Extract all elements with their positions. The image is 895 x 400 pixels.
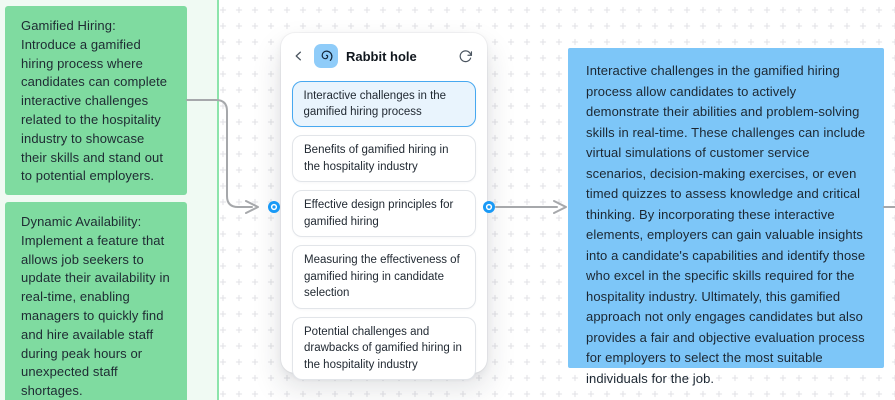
sticky-note-text: Dynamic Availability: Implement a featur…: [21, 214, 170, 399]
topic-list: Interactive challenges in the gamified h…: [281, 74, 487, 387]
topic-item-selected[interactable]: Interactive challenges in the gamified h…: [292, 81, 476, 127]
answer-note-blue[interactable]: Interactive challenges in the gamified h…: [568, 48, 884, 386]
topic-item[interactable]: Measuring the effectiveness of gamified …: [292, 245, 476, 309]
frame-border-line: [217, 0, 219, 400]
topic-item[interactable]: Effective design principles for gamified…: [292, 190, 476, 237]
chevron-left-icon: [295, 51, 302, 61]
topic-item[interactable]: Benefits of gamified hiring in the hospi…: [292, 135, 476, 182]
answer-text: Interactive challenges in the gamified h…: [586, 63, 866, 386]
spiral-icon: [314, 44, 338, 68]
back-button[interactable]: [292, 48, 306, 64]
refresh-button[interactable]: [456, 47, 474, 65]
connection-port-dot-left: [268, 201, 280, 213]
topic-item[interactable]: Potential challenges and drawbacks of ga…: [292, 316, 476, 380]
rabbit-hole-header: Rabbit hole: [281, 33, 487, 74]
connector-arrow-rabbit-hole-to-answer: [495, 200, 567, 214]
rabbit-hole-card[interactable]: Rabbit hole Interactive challenges in th…: [281, 33, 487, 380]
sticky-note-text: Gamified Hiring: Introduce a gamified hi…: [21, 18, 168, 184]
refresh-icon: [459, 49, 472, 62]
card-title: Rabbit hole: [346, 48, 417, 64]
sticky-note-dynamic-availability[interactable]: Dynamic Availability: Implement a featur…: [5, 202, 187, 400]
sticky-note-gamified-hiring[interactable]: Gamified Hiring: Introduce a gamified hi…: [5, 6, 187, 195]
